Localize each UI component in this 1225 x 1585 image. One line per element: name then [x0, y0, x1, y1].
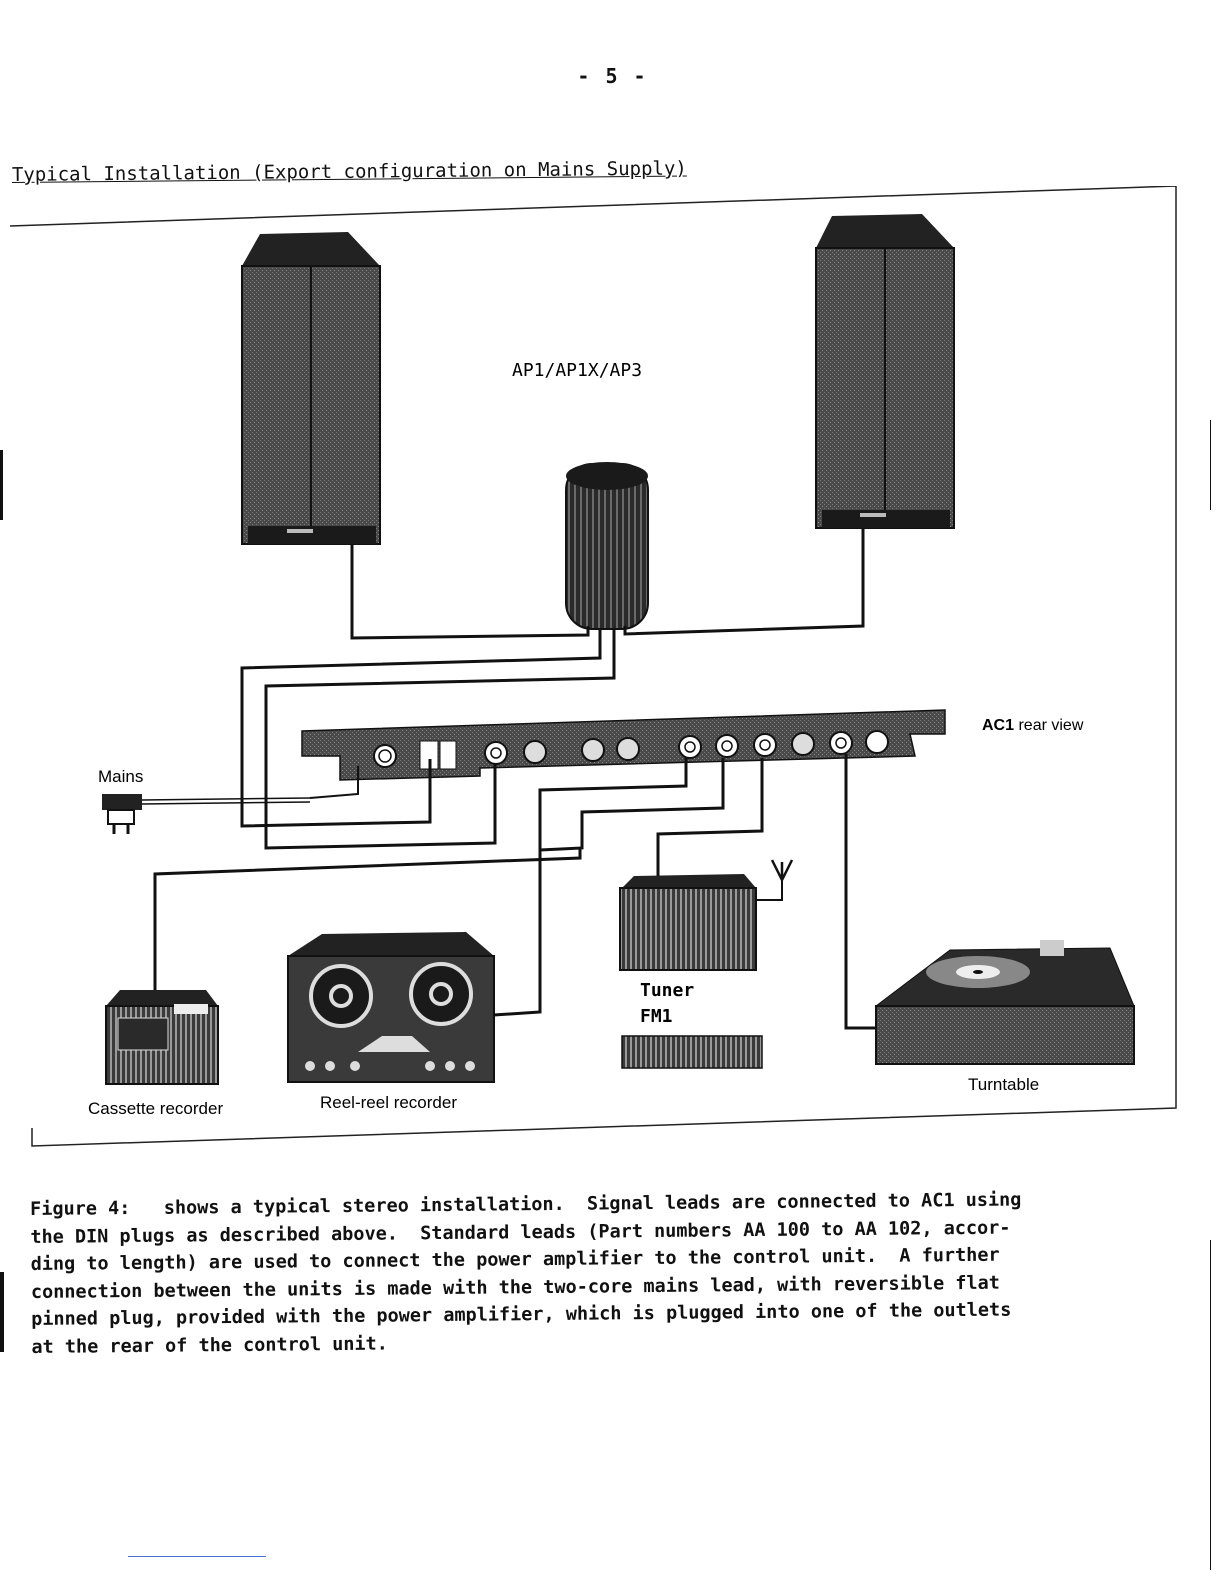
right-speaker [816, 214, 954, 528]
cassette-recorder [106, 990, 218, 1084]
turntable-label: Turntable [968, 1075, 1039, 1094]
reel-recorder-label: Reel-reel recorder [320, 1093, 457, 1112]
installation-figure: AP1/AP1X/AP3 AC1 rear view Mains Cassett… [10, 186, 1210, 1156]
turntable [876, 940, 1134, 1064]
section-heading: Typical Installation (Export configurati… [12, 158, 687, 186]
speakers-label: AP1/AP1X/AP3 [512, 360, 642, 381]
left-speaker [242, 232, 380, 544]
tuner-label: Tuner [640, 980, 694, 1001]
tuner-fm1 [620, 860, 792, 1068]
fm1-label: FM1 [640, 1006, 673, 1027]
right-margin-mark [1210, 1240, 1211, 1570]
mains-label: Mains [98, 767, 143, 786]
figure-caption: Figure 4: shows a typical stereo install… [30, 1185, 1192, 1361]
reel-to-reel-recorder [288, 932, 494, 1082]
left-margin-mark [0, 1272, 4, 1352]
left-margin-mark [0, 450, 3, 520]
installation-diagram: AP1/AP1X/AP3 AC1 rear view Mains Cassett… [10, 186, 1210, 1156]
control-unit-ac1 [302, 710, 945, 780]
cassette-recorder-label: Cassette recorder [88, 1099, 223, 1118]
bottom-link-underline [128, 1556, 266, 1557]
page-number: - 5 - [0, 64, 1225, 88]
ac1-bold: AC1 [982, 717, 1014, 734]
ac1-rear-view-label: AC1 rear view [982, 717, 1084, 734]
power-amplifier [566, 462, 648, 629]
rear-view-text: rear view [1014, 717, 1084, 734]
right-margin-mark [1210, 420, 1211, 510]
signal-cables [155, 528, 876, 1028]
